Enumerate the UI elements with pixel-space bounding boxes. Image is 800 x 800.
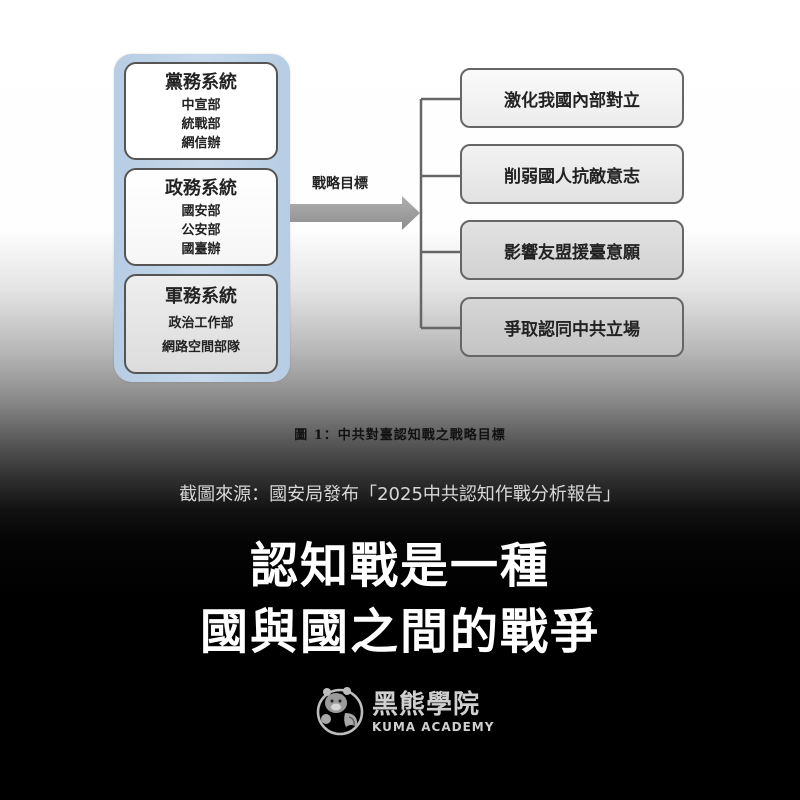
- system-item: 中宣部: [181, 98, 221, 113]
- goal-box: 影響友盟援臺意願: [460, 220, 684, 280]
- right-arrow-icon: [290, 196, 420, 230]
- source-text: 截圖來源：國安局發布「2025中共認知作戰分析報告」: [179, 484, 621, 505]
- system-item: 國安部: [181, 204, 221, 219]
- headline-line-1: 認知戰是一種: [249, 538, 550, 594]
- system-item: 統戰部: [181, 117, 221, 132]
- system-title: 黨務系統: [165, 72, 237, 93]
- bracket-connector: [419, 97, 461, 330]
- system-item: 網信辦: [181, 136, 221, 151]
- goal-box: 爭取認同中共立場: [460, 297, 684, 357]
- logo-name-english: KUMA ACADEMY: [372, 720, 495, 734]
- system-title: 政務系統: [165, 178, 237, 199]
- system-item: 政治工作部: [168, 316, 234, 331]
- system-box-government: 政務系統 國安部 公安部 國臺辦: [124, 168, 278, 266]
- headline-line-2: 國與國之間的戰爭: [199, 604, 600, 660]
- system-box-party: 黨務系統 中宣部 統戰部 網信辦: [124, 62, 278, 160]
- system-item: 國臺辦: [181, 242, 221, 257]
- goal-box: 削弱國人抗敵意志: [460, 144, 684, 204]
- arrow-label: 戰略目標: [312, 176, 368, 192]
- bear-icon: [316, 687, 364, 736]
- goal-box: 激化我國內部對立: [460, 68, 684, 128]
- system-box-military: 軍務系統 政治工作部 網路空間部隊: [124, 274, 278, 374]
- systems-container: 黨務系統 中宣部 統戰部 網信辦 政務系統 國安部 公安部 國臺辦 軍務系統 政…: [114, 54, 290, 382]
- figure-caption: 圖 1：中共對臺認知戰之戰略目標: [294, 428, 506, 443]
- system-title: 軍務系統: [165, 286, 237, 307]
- system-item: 公安部: [181, 223, 221, 238]
- logo-name-chinese: 黑熊學院: [372, 690, 481, 720]
- system-item: 網路空間部隊: [161, 340, 240, 355]
